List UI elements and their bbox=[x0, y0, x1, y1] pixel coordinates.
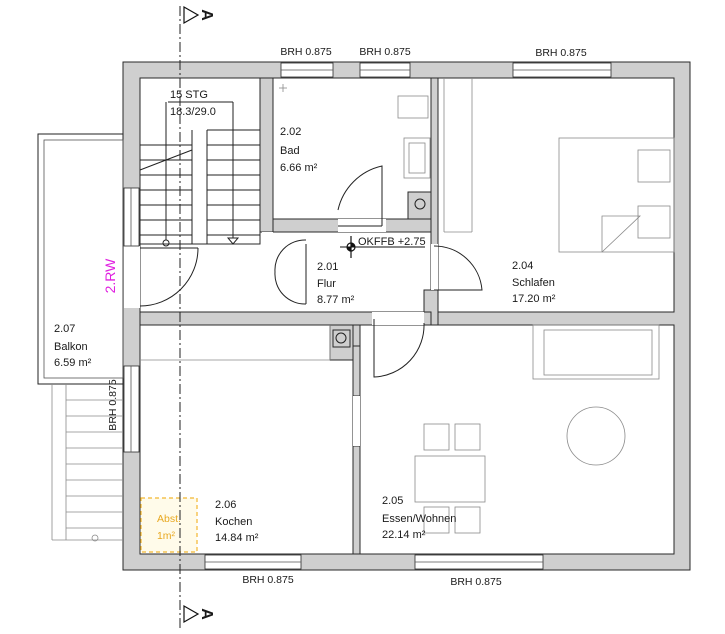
window-label-bottom-right: BRH 0.875 bbox=[450, 576, 502, 588]
room-area-schlafen: 17.20 m² bbox=[512, 293, 556, 305]
stair-column bbox=[335, 332, 347, 344]
room-stair bbox=[139, 77, 261, 245]
room-number-balkon: 2.07 bbox=[54, 323, 75, 335]
room-name-schlafen: Schlafen bbox=[512, 277, 555, 289]
room-number-essen: 2.05 bbox=[382, 495, 403, 507]
window-label-left: BRH 0.875 bbox=[107, 379, 119, 431]
abst-label-line2: 1m² bbox=[157, 530, 176, 542]
room-name-flur: Flur bbox=[317, 278, 336, 290]
room-name-balkon: Balkon bbox=[54, 341, 88, 353]
section-letter-top: A bbox=[198, 9, 215, 21]
door-opening-essen bbox=[372, 312, 424, 325]
door-opening-kochen bbox=[353, 396, 360, 446]
level-marker bbox=[340, 236, 425, 258]
wall-bad-stub bbox=[407, 191, 432, 220]
stair-steps-label: 15 STG bbox=[170, 89, 208, 101]
room-number-schlafen: 2.04 bbox=[512, 260, 533, 272]
room-area-kochen: 14.84 m² bbox=[215, 532, 259, 544]
room-number-flur: 2.01 bbox=[317, 261, 338, 273]
section-marker-bottom bbox=[183, 604, 200, 624]
level-label: OKFFB +2.75 bbox=[358, 236, 426, 248]
room-area-essen: 22.14 m² bbox=[382, 529, 426, 541]
wall-kochen-essen-low bbox=[352, 445, 361, 555]
door-essen bbox=[373, 319, 425, 378]
abst-label-line1: Abst. bbox=[157, 513, 181, 525]
room-area-flur: 8.77 m² bbox=[317, 294, 355, 306]
door-opening-stair bbox=[262, 232, 273, 244]
window-label-top-mid: BRH 0.875 bbox=[359, 46, 411, 58]
rw-label: 2.RW bbox=[102, 258, 118, 294]
kitchen-counter bbox=[140, 325, 331, 361]
room-name-bad: Bad bbox=[280, 145, 300, 157]
door-bad bbox=[337, 165, 383, 227]
stair-steps bbox=[139, 101, 260, 247]
outdoor-stair bbox=[51, 384, 123, 542]
window-label-bottom-left: BRH 0.875 bbox=[242, 574, 294, 586]
section-letter-bottom: A bbox=[198, 608, 215, 620]
room-name-essen: Essen/Wohnen bbox=[382, 513, 456, 525]
room-number-kochen: 2.06 bbox=[215, 499, 236, 511]
abst-box bbox=[140, 497, 198, 553]
door-stair bbox=[274, 239, 307, 305]
room-schlafen bbox=[437, 77, 675, 313]
section-marker-top bbox=[183, 5, 200, 25]
room-area-bad: 6.66 m² bbox=[280, 162, 318, 174]
window-left-stair bbox=[123, 187, 140, 247]
living-furniture bbox=[414, 324, 660, 534]
door-opening-schlafen bbox=[431, 244, 438, 290]
room-area-balkon: 6.59 m² bbox=[54, 357, 92, 369]
bed bbox=[443, 78, 675, 253]
bath-fixtures bbox=[279, 84, 431, 179]
wall-flur-bottom bbox=[139, 311, 432, 326]
room-name-kochen: Kochen bbox=[215, 516, 252, 528]
window-left-kochen bbox=[123, 365, 140, 453]
wall-stair-bad bbox=[259, 77, 274, 233]
window-label-top-right: BRH 0.875 bbox=[535, 47, 587, 59]
balkon-rail bbox=[43, 139, 124, 379]
room-number-bad: 2.02 bbox=[280, 126, 301, 138]
room-bad bbox=[272, 77, 432, 220]
door-schlafen bbox=[433, 245, 483, 291]
door-flur-main bbox=[139, 247, 199, 307]
wall-kochen-essen bbox=[352, 345, 361, 397]
stair-ratio-label: 18.3/29.0 bbox=[170, 106, 216, 118]
bath-drain bbox=[414, 198, 426, 210]
door-opening-flur-main bbox=[124, 246, 140, 308]
window-label-top-left: BRH 0.875 bbox=[280, 46, 332, 58]
